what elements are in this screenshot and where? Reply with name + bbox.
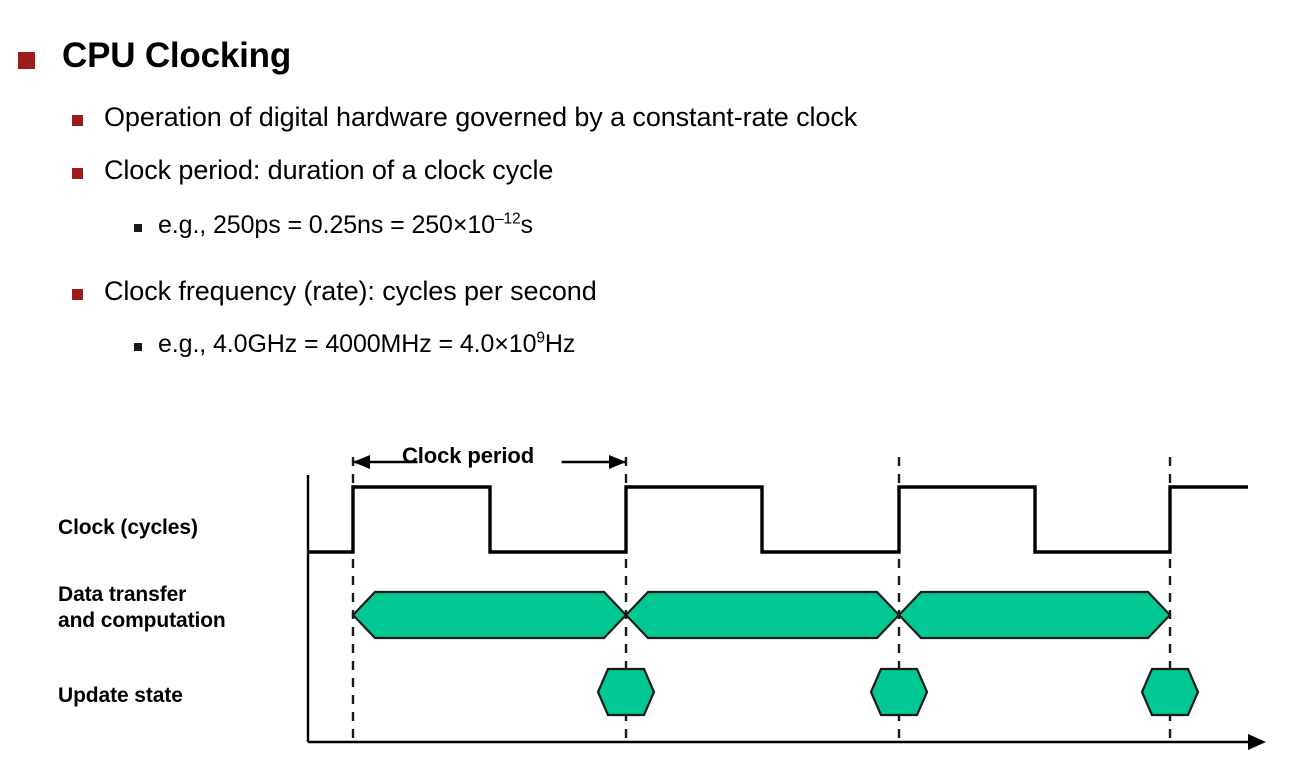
update-state-hexagon: [869, 667, 929, 717]
bullet-text-main: e.g., 250ps = 0.25ns = 250×10: [158, 211, 495, 239]
timing-diagram-svg: [306, 455, 1266, 750]
bullet-text-tail: Hz: [544, 330, 576, 358]
bullet-item-1: Operation of digital hardware governed b…: [72, 102, 857, 133]
square-bullet-icon: [134, 224, 142, 232]
bullet-label: Clock period: duration of a clock cycle: [104, 155, 554, 185]
bullet-item-4: Clock frequency (rate): cycles per secon…: [72, 276, 597, 307]
superscript-exponent: ‒12: [494, 210, 521, 228]
bullet-text-tail: s: [520, 211, 534, 239]
row-label-update-state: Update state: [58, 684, 183, 707]
row-label-clock: Clock (cycles): [58, 516, 198, 539]
square-bullet-icon: [72, 115, 83, 126]
clock-period-double-arrow-icon: [353, 455, 626, 469]
time-axis-arrow-icon: [1248, 734, 1266, 750]
bullet-text-main: e.g., 4.0GHz = 4000MHz = 4.0×10: [158, 330, 537, 358]
data-transfer-bars: [351, 590, 1172, 640]
superscript-exponent: 9: [536, 329, 545, 347]
data-transfer-bar: [624, 590, 901, 640]
square-bullet-icon: [134, 343, 142, 351]
square-bullet-icon: [72, 168, 83, 179]
update-state-hexagon: [596, 667, 656, 717]
row-label-data-transfer: Data transfer and computation: [58, 582, 226, 633]
update-state-markers: [596, 667, 1200, 717]
bullet-label: Operation of digital hardware governed b…: [104, 102, 858, 132]
data-transfer-bar: [897, 590, 1172, 640]
update-state-hexagon: [1140, 667, 1200, 717]
bullet-label: e.g., 250ps = 0.25ns = 250×10‒12s: [158, 211, 533, 240]
row-label-data-line1: Data transfer: [58, 583, 187, 606]
row-label-data-line2: and computation: [58, 608, 226, 632]
square-bullet-icon: [72, 289, 83, 300]
data-transfer-bar: [351, 590, 628, 640]
dashed-guide-lines: [351, 457, 1172, 742]
timing-diagram: Clock (cycles) Data transfer and computa…: [0, 425, 1303, 763]
bullet-label: Clock frequency (rate): cycles per secon…: [104, 276, 597, 306]
clock-waveform: [308, 485, 1248, 554]
slide-title-row: CPU Clocking: [18, 36, 291, 76]
clock-period-annotation-label: Clock period: [402, 443, 535, 468]
page-title: CPU Clocking: [62, 36, 292, 75]
bullet-item-2: Clock period: duration of a clock cycle: [72, 155, 553, 186]
bullet-item-3: e.g., 250ps = 0.25ns = 250×10‒12s: [134, 211, 533, 240]
bullet-label: e.g., 4.0GHz = 4000MHz = 4.0×109Hz: [158, 330, 575, 359]
bullet-item-5: e.g., 4.0GHz = 4000MHz = 4.0×109Hz: [134, 330, 575, 359]
square-bullet-icon: [18, 52, 35, 69]
